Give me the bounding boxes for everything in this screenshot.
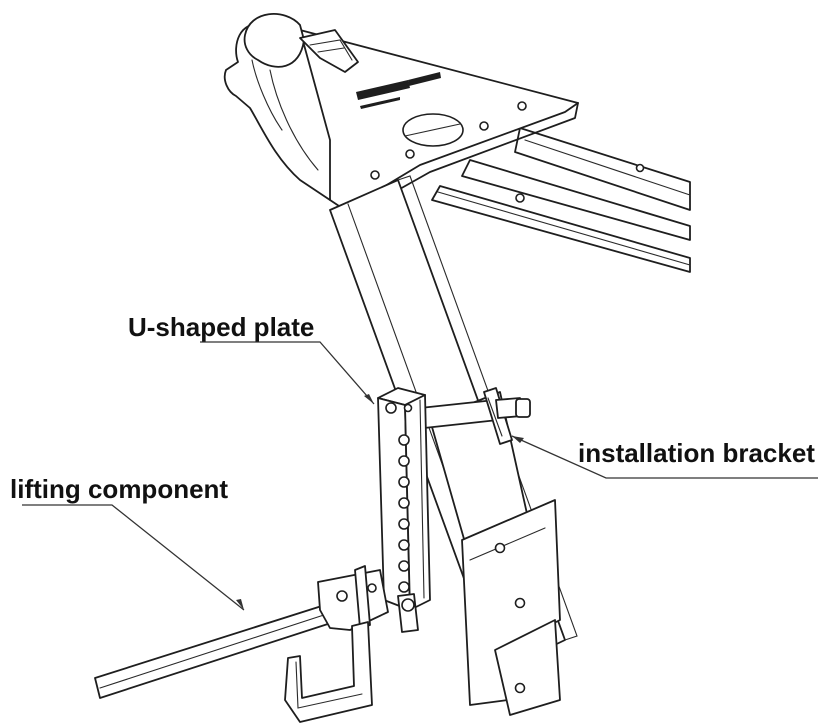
u-shaped-plate — [377, 387, 431, 611]
installation-bracket — [419, 387, 531, 445]
leader-lines — [22, 341, 818, 611]
coupler-head — [223, 13, 579, 217]
label-u-shaped-plate: U-shaped plate — [128, 312, 314, 342]
lifting-component — [94, 565, 419, 723]
label-lifting-component: lifting component — [10, 474, 228, 504]
channel-beam — [429, 391, 561, 716]
brand-mark — [356, 72, 441, 109]
label-installation-bracket: installation bracket — [578, 438, 815, 468]
frame-rails — [431, 127, 691, 273]
